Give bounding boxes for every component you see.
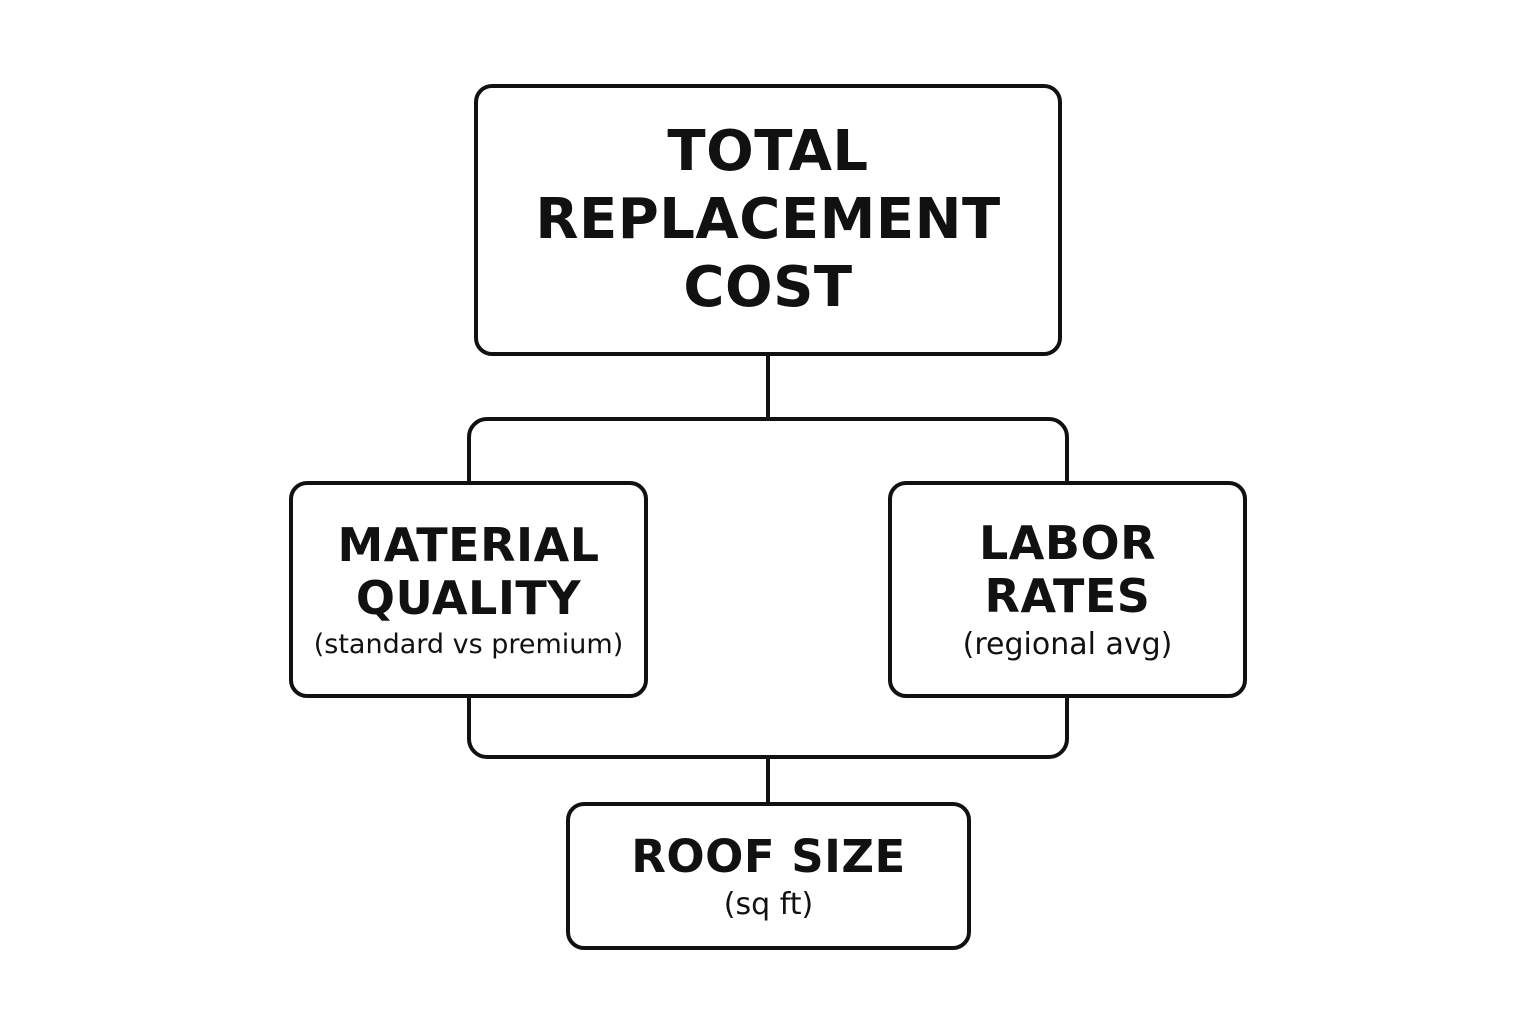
labor-subtitle: (regional avg) (962, 626, 1173, 662)
material-subtitle: (standard vs premium) (313, 628, 624, 660)
total-title-line-3: COST (683, 255, 853, 321)
roof-size-box: ROOF SIZE (sq ft) (566, 802, 971, 950)
roof-title-line-1: ROOF SIZE (631, 829, 906, 883)
labor-rates-box: LABOR RATES (regional avg) (888, 481, 1247, 698)
total-replacement-cost-box: TOTAL REPLACEMENT COST (474, 84, 1062, 356)
material-title-line-1: MATERIAL (337, 518, 600, 573)
material-quality-box: MATERIAL QUALITY (standard vs premium) (289, 481, 648, 698)
labor-title-line-2: RATES (984, 569, 1151, 623)
roof-subtitle: (sq ft) (723, 887, 814, 923)
total-title-line-2: REPLACEMENT (535, 186, 1001, 252)
material-title-line-2: QUALITY (355, 571, 582, 625)
labor-title-line-1: LABOR (979, 516, 1156, 571)
total-title-line-1: TOTAL (667, 118, 869, 184)
